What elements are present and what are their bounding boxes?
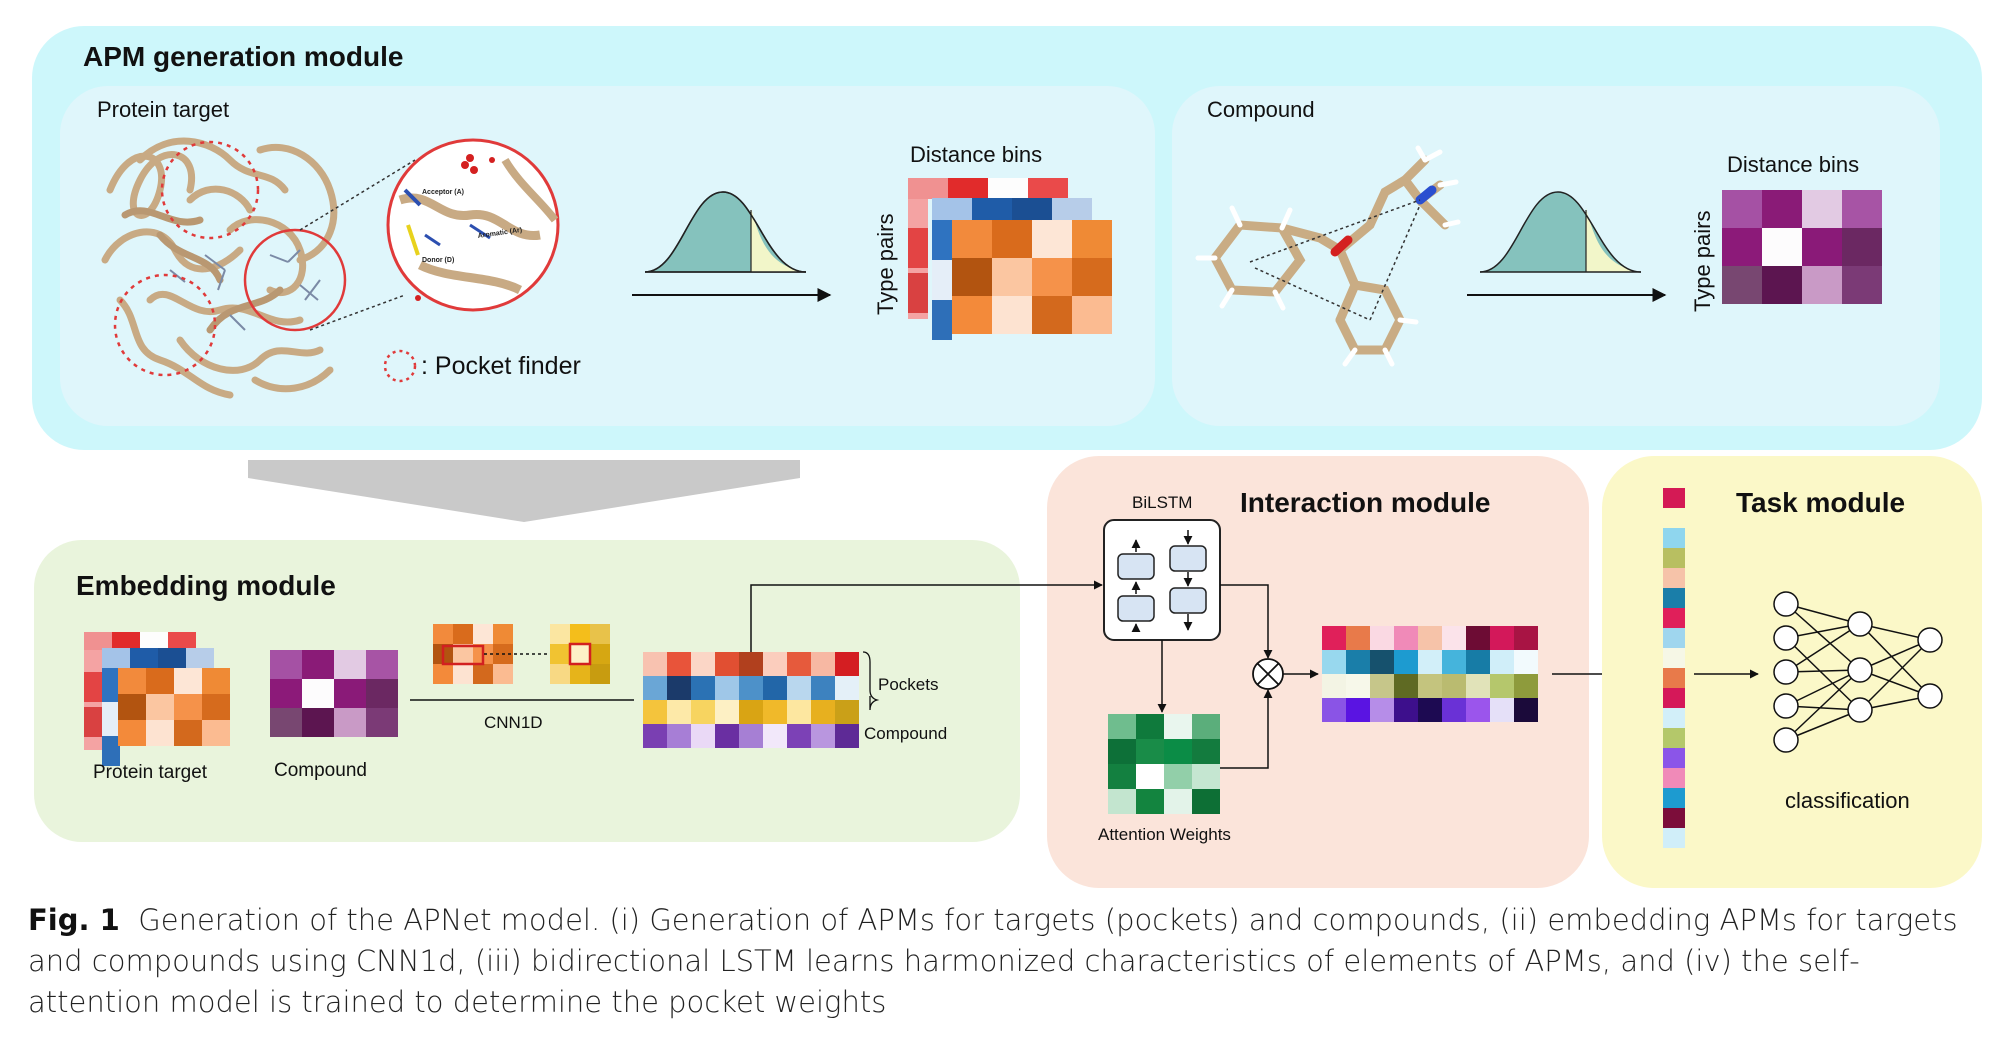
apm-layer-front [952, 220, 1112, 334]
apm-module-title: APM generation module [83, 41, 403, 72]
attention-weights-matrix [1108, 714, 1220, 814]
flow-arrow [1220, 689, 1273, 769]
pocket-finder-label: : Pocket finder [421, 352, 581, 380]
type-pairs-label: Type pairs [873, 214, 898, 316]
embedding-compound-label: Compound [274, 760, 367, 781]
protein-apm-stack [908, 178, 1112, 340]
cnn1d-kernel-illustration: CNN1D [410, 624, 634, 732]
embedding-protein-apm-stack [84, 632, 230, 766]
interaction-module-title: Interaction module [1240, 487, 1490, 518]
compound-row-label: Compound [864, 724, 947, 743]
embedded-feature-matrix [643, 652, 859, 748]
zoom-line [299, 159, 416, 231]
cnn1d-label: CNN1D [484, 713, 543, 732]
compound-apm-matrix [1722, 190, 1882, 304]
protein-target-panel-label: Protein target [97, 97, 229, 122]
classification-label: classification [1785, 788, 1910, 813]
compound-distance-bins-label: Distance bins [1727, 152, 1859, 177]
compound-type-pairs-label: Type pairs [1690, 211, 1715, 313]
distance-bins-label: Distance bins [910, 142, 1042, 167]
apm-layer-middle [932, 198, 1092, 340]
figure-caption-text: Generation of the APNet model. (i) Gener… [28, 903, 1958, 1019]
pockets-label: Pockets [878, 675, 938, 694]
interaction-module: Interaction module BiLSTM [750, 456, 1641, 888]
bilstm-block [1103, 519, 1221, 641]
pocket-circle [160, 140, 260, 240]
attention-weights-label: Attention Weights [1098, 825, 1231, 844]
pocket-circle [113, 273, 217, 377]
task-module-title: Task module [1736, 487, 1905, 518]
weighted-feature-matrix [1322, 626, 1538, 722]
apm-layer-back [908, 178, 1068, 319]
donor-label: Donor (D) [422, 257, 454, 264]
compound-panel-label: Compound [1207, 97, 1315, 122]
distance-distribution-curve [644, 191, 807, 273]
module-transition-arrow [248, 460, 800, 522]
pocket-finder-legend-icon [383, 349, 417, 383]
protein-structure-image [101, 137, 338, 399]
apm-generation-module: APM generation module Protein target [32, 26, 1982, 450]
bilstm-label: BiLSTM [1132, 493, 1192, 512]
protein-sticks [169, 249, 321, 331]
compound-distance-distribution-curve [1479, 191, 1642, 273]
flow-arrow [1220, 584, 1273, 659]
flattened-feature-vector [1663, 488, 1685, 848]
pocket-zoom-view: Acceptor (A) Aromatic (Ar) Donor (D) [386, 138, 560, 312]
multiply-operator-icon [1252, 658, 1284, 690]
embedding-protein-label: Protein target [93, 762, 208, 783]
protein-target-panel [60, 86, 1155, 426]
embedding-module: Embedding module [34, 540, 1020, 842]
embedding-module-title: Embedding module [76, 570, 336, 601]
compound-atoms [1195, 145, 1461, 367]
zoom-line [309, 294, 406, 331]
acceptor-label: Acceptor (A) [422, 189, 464, 196]
pocket-circle-selected [243, 228, 347, 332]
pockets-brace [862, 651, 880, 711]
neural-network-classifier [1773, 591, 1943, 753]
figure-caption: Fig. 1 Generation of the APNet model. (i… [28, 900, 1968, 1023]
figure-caption-label: Fig. 1 [28, 903, 120, 937]
flow-arrow [750, 580, 1103, 652]
embedding-module-background [34, 540, 1020, 842]
task-module: Task module [1602, 456, 1982, 888]
embedding-compound-apm-matrix [270, 650, 398, 737]
